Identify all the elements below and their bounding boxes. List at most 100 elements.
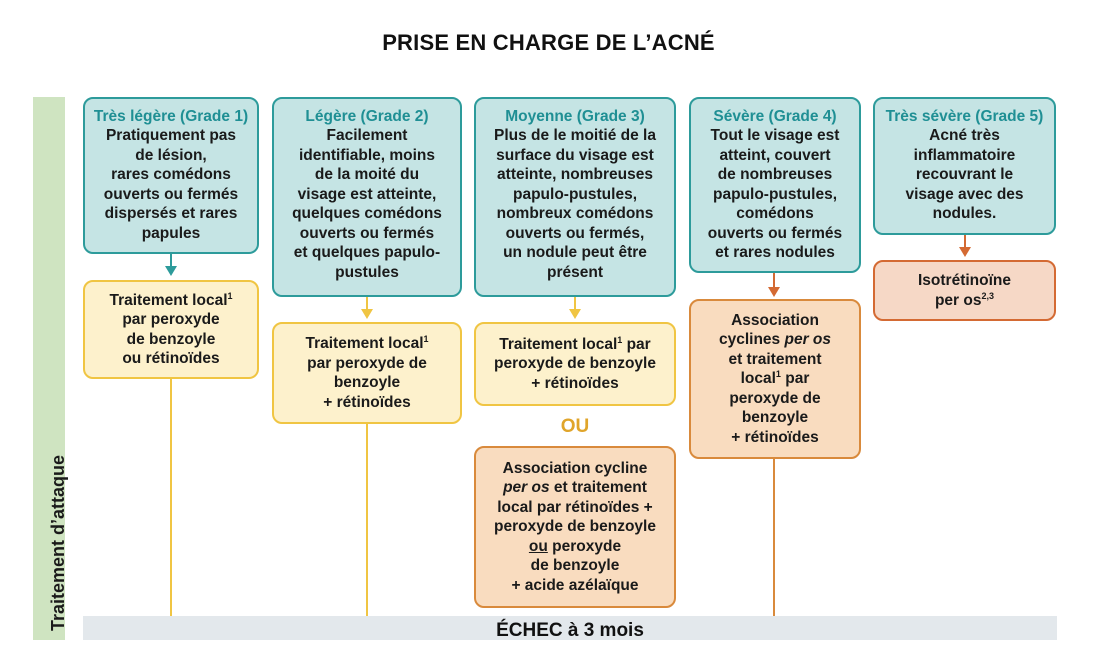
footnote-ref: 2,3 <box>981 290 994 301</box>
desc-line: Acné très <box>929 127 1000 144</box>
treatment-grade-3-option-a: Traitement local1 par peroxyde de benzoy… <box>474 322 676 406</box>
grade-title: Moyenne (Grade 3) <box>505 108 645 125</box>
text-line: + rétinoïdes <box>531 374 619 392</box>
text-line: benzoyle <box>741 409 809 427</box>
arrow-down-icon <box>361 309 373 319</box>
desc-line: identifiable, moins <box>298 146 436 164</box>
desc-line: ouverts ou fermés <box>103 185 239 203</box>
text-line: + acide azélaïque <box>511 576 639 594</box>
text-line: per os <box>784 331 831 349</box>
grade-3-box: Moyenne (Grade 3) Plus de le moitié de l… <box>474 97 676 297</box>
arrow-down-icon <box>569 309 581 319</box>
text-line: de benzoyle <box>530 557 620 575</box>
desc-line: visage est atteinte, <box>297 185 437 203</box>
text-line: per os <box>934 291 982 309</box>
desc-line: et quelques papulo- <box>293 244 441 261</box>
desc-line: ouverts ou fermés <box>707 224 843 242</box>
text-line: peroxyde de benzoyle <box>494 518 656 536</box>
grade-4-box: Sévère (Grade 4) Tout le visage est atte… <box>689 97 861 273</box>
connector-line <box>170 379 172 616</box>
desc-line: papules <box>141 224 201 242</box>
desc-line: Plus de le moitié de la <box>494 127 656 144</box>
desc-line: Facilement <box>326 127 408 144</box>
text-line: Traitement local <box>499 335 618 353</box>
desc-line: Pratiquement pas <box>105 127 237 144</box>
desc-line: atteint, couvert <box>719 146 831 164</box>
arrow-down-icon <box>768 287 780 297</box>
desc-line: Tout le visage est <box>710 127 840 144</box>
desc-line: recouvrant le <box>915 166 1014 183</box>
desc-line: inflammatoire <box>913 146 1016 164</box>
desc-line: de lésion, <box>135 146 207 164</box>
text-line: benzoyle <box>333 374 401 391</box>
footnote-ref: 1 <box>617 334 623 345</box>
text-line: cyclines <box>718 331 785 349</box>
connector-line <box>773 459 775 616</box>
text-line: et traitement <box>728 350 822 368</box>
text-line: local <box>740 370 776 388</box>
connector-line <box>366 297 368 311</box>
text-line: Traitement local <box>109 291 228 309</box>
text-line: par peroxyde de <box>307 354 427 372</box>
desc-line: surface du visage est <box>496 146 654 164</box>
side-bar <box>33 97 65 640</box>
text-line: Association cycline <box>502 459 648 477</box>
treatment-grade-5: Isotrétinoïne per os2,3 <box>873 260 1056 321</box>
text-line: Association <box>731 311 819 329</box>
text-line: per os <box>503 479 550 497</box>
arrow-down-icon <box>959 247 971 257</box>
grade-title: Sévère (Grade 4) <box>713 108 837 125</box>
desc-line: ouverts ou fermés, <box>505 224 645 242</box>
text-line: et traitement <box>549 479 647 497</box>
text-line: peroxyde de benzoyle <box>494 355 656 373</box>
desc-line: de la moité du <box>314 166 420 183</box>
desc-line: nodules. <box>932 205 997 222</box>
treatment-grade-3-option-b: Association cycline per os et traitement… <box>474 446 676 608</box>
desc-line: de nombreuses <box>717 166 833 183</box>
text-line: ou rétinoïdes <box>122 350 220 367</box>
footnote-ref: 1 <box>423 333 429 344</box>
text-line: local par rétinoïdes + <box>497 498 653 516</box>
text-line: par <box>780 370 810 388</box>
side-label: Traitement d’attaque <box>48 454 68 631</box>
text-line: Isotrétinoïne <box>917 272 1011 289</box>
grade-desc: Acné très inflammatoire recouvrant le vi… <box>881 126 1048 224</box>
page-title: PRISE EN CHARGE DE L’ACNÉ <box>382 30 715 55</box>
desc-line: pustules <box>335 263 399 281</box>
treatment-grade-4: Association cyclines per os et traitemen… <box>689 299 861 459</box>
treatment-grade-2: Traitement local1 par peroxyde de benzoy… <box>272 322 462 424</box>
grade-desc: Plus de le moitié de la surface du visag… <box>482 126 668 282</box>
grade-desc: Tout le visage est atteint, couvert de n… <box>697 126 853 263</box>
text-line: peroxyde de <box>729 389 821 407</box>
desc-line: un nodule peut être <box>503 244 647 261</box>
grade-1-box: Très légère (Grade 1) Pratiquement pas d… <box>83 97 259 254</box>
connector-line <box>773 273 775 288</box>
desc-line: atteinte, nombreuses <box>497 166 653 183</box>
arrow-down-icon <box>165 266 177 276</box>
text-line: + rétinoïdes <box>323 393 411 411</box>
desc-line: présent <box>547 263 603 281</box>
connector-line <box>170 254 172 268</box>
desc-line: ouverts ou fermés <box>299 224 435 242</box>
failure-banner: ÉCHEC à 3 mois <box>83 616 1057 641</box>
desc-line: comédons <box>736 205 814 222</box>
desc-line: rares comédons <box>111 166 231 183</box>
treatment-grade-1: Traitement local1 par peroxyde de benzoy… <box>83 280 259 379</box>
text-line: par peroxyde <box>122 311 220 328</box>
connector-line <box>964 235 966 249</box>
or-label: OU <box>560 416 590 437</box>
text-line: Traitement local <box>305 335 424 352</box>
grade-title: Très sévère (Grade 5) <box>885 108 1044 125</box>
desc-line: visage avec des <box>905 185 1024 203</box>
desc-line: quelques comédons <box>292 205 442 222</box>
grade-title: Très légère (Grade 1) <box>93 108 249 125</box>
desc-line: nombreux comédons <box>496 205 654 222</box>
text-line: peroxyde <box>547 537 622 555</box>
desc-line: dispersés et rares <box>104 205 238 222</box>
desc-line: et rares nodules <box>715 244 835 261</box>
grade-desc: Pratiquement pas de lésion, rares comédo… <box>91 126 251 243</box>
desc-line: papulo-pustules, <box>513 185 637 203</box>
grade-2-box: Légère (Grade 2) Facilement identifiable… <box>272 97 462 297</box>
grade-5-box: Très sévère (Grade 5) Acné très inflamma… <box>873 97 1056 235</box>
text-line: + rétinoïdes <box>731 428 819 446</box>
